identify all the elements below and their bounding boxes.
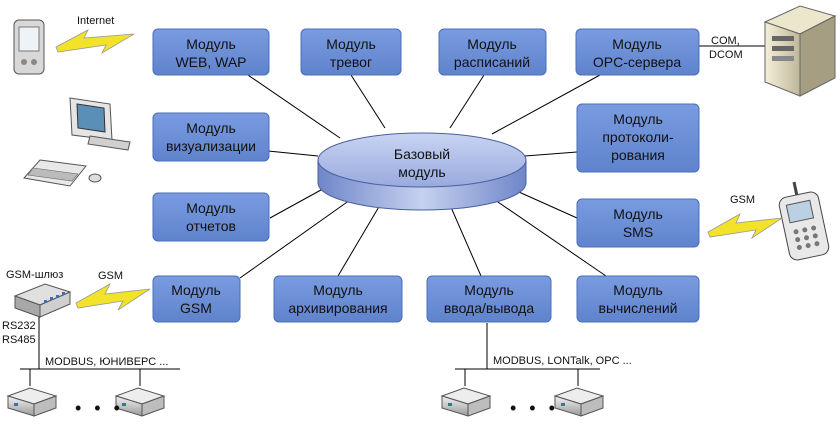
connector-lines: [20, 45, 775, 386]
module-gsm-subtitle: GSM: [180, 300, 212, 316]
computer-icon: [23, 97, 131, 187]
module-archiving-subtitle: архивирования: [288, 300, 387, 316]
module-visualization: Модуль визуализации: [152, 112, 270, 162]
module-reports-subtitle: отчетов: [186, 218, 236, 234]
module-sms-title: Модуль: [613, 206, 663, 222]
module-opc-server-title: Модуль: [612, 36, 662, 52]
module-schedules: Модуль расписаний: [438, 28, 547, 76]
module-visualization-title: Модуль: [186, 120, 236, 136]
lightning-icon: [707, 213, 783, 240]
gsm-link-label: GSM: [98, 270, 123, 282]
module-io: Модуль ввода/вывода: [426, 275, 552, 323]
module-logging: Модуль протоколи- рования: [576, 103, 700, 173]
module-alarms: Модуль тревог: [300, 28, 402, 76]
module-calculations-title: Модуль: [613, 282, 663, 298]
server-icon: [763, 5, 837, 97]
module-opc-server-subtitle: OPC-сервера: [593, 54, 681, 70]
module-visualization-subtitle: визуализации: [166, 138, 256, 154]
module-sms: Модуль SMS: [576, 198, 700, 248]
module-schedules-subtitle: расписаний: [454, 54, 530, 70]
device-icon: [114, 387, 166, 417]
devices-ellipsis-right: • • •: [510, 398, 559, 418]
device-icon: [440, 387, 492, 417]
lightning-icon: [55, 29, 135, 55]
base-module-line-1: Базовый: [394, 146, 450, 162]
devices-ellipsis-left: • • •: [75, 398, 124, 418]
gsm-gateway-icon: [13, 283, 72, 318]
bus-left-label: MODBUS, ЮНИВЕРС ...: [45, 356, 168, 368]
module-web-wap: Модуль WEB, WAP: [152, 28, 270, 76]
internet-label: Internet: [77, 15, 114, 27]
module-sms-subtitle: SMS: [623, 224, 653, 240]
module-gsm: Модуль GSM: [152, 275, 241, 323]
module-io-subtitle: ввода/вывода: [444, 300, 534, 316]
module-archiving: Модуль архивирования: [273, 275, 403, 323]
rs485-label: RS485: [2, 334, 36, 346]
module-archiving-title: Модуль: [313, 282, 363, 298]
mobile-phone-icon: [778, 181, 830, 261]
module-opc-server: Модуль OPC-сервера: [575, 28, 700, 76]
module-web-wap-subtitle: WEB, WAP: [175, 54, 246, 70]
module-alarms-subtitle: тревог: [330, 54, 372, 70]
module-web-wap-title: Модуль: [186, 36, 236, 52]
device-icon: [553, 387, 605, 417]
lightning-icon: [75, 283, 151, 311]
module-reports-title: Модуль: [186, 200, 236, 216]
module-calculations: Модуль вычислений: [576, 275, 700, 323]
pda-icon: [13, 19, 45, 75]
gsm-phone-label: GSM: [730, 194, 755, 206]
module-schedules-title: Модуль: [467, 36, 517, 52]
module-logging-line-3: рования: [611, 147, 665, 163]
module-reports: Модуль отчетов: [152, 192, 270, 242]
gsm-gateway-label: GSM-шлюз: [6, 269, 63, 281]
module-logging-title: Модуль: [613, 111, 663, 127]
device-icon: [6, 387, 58, 417]
dcom-label: DCOM: [709, 49, 743, 61]
module-gsm-title: Модуль: [171, 282, 221, 298]
module-calculations-subtitle: вычислений: [599, 300, 678, 316]
base-module-line-2: модуль: [398, 164, 445, 180]
com-label: COM,: [711, 35, 740, 47]
module-io-title: Модуль: [464, 282, 514, 298]
rs232-label: RS232: [2, 320, 36, 332]
module-alarms-title: Модуль: [326, 36, 376, 52]
base-module: Базовый модуль: [317, 132, 527, 211]
module-logging-line-2: протоколи-: [602, 129, 674, 145]
bus-right-label: MODBUS, LONTalk, OPC ...: [493, 355, 632, 367]
